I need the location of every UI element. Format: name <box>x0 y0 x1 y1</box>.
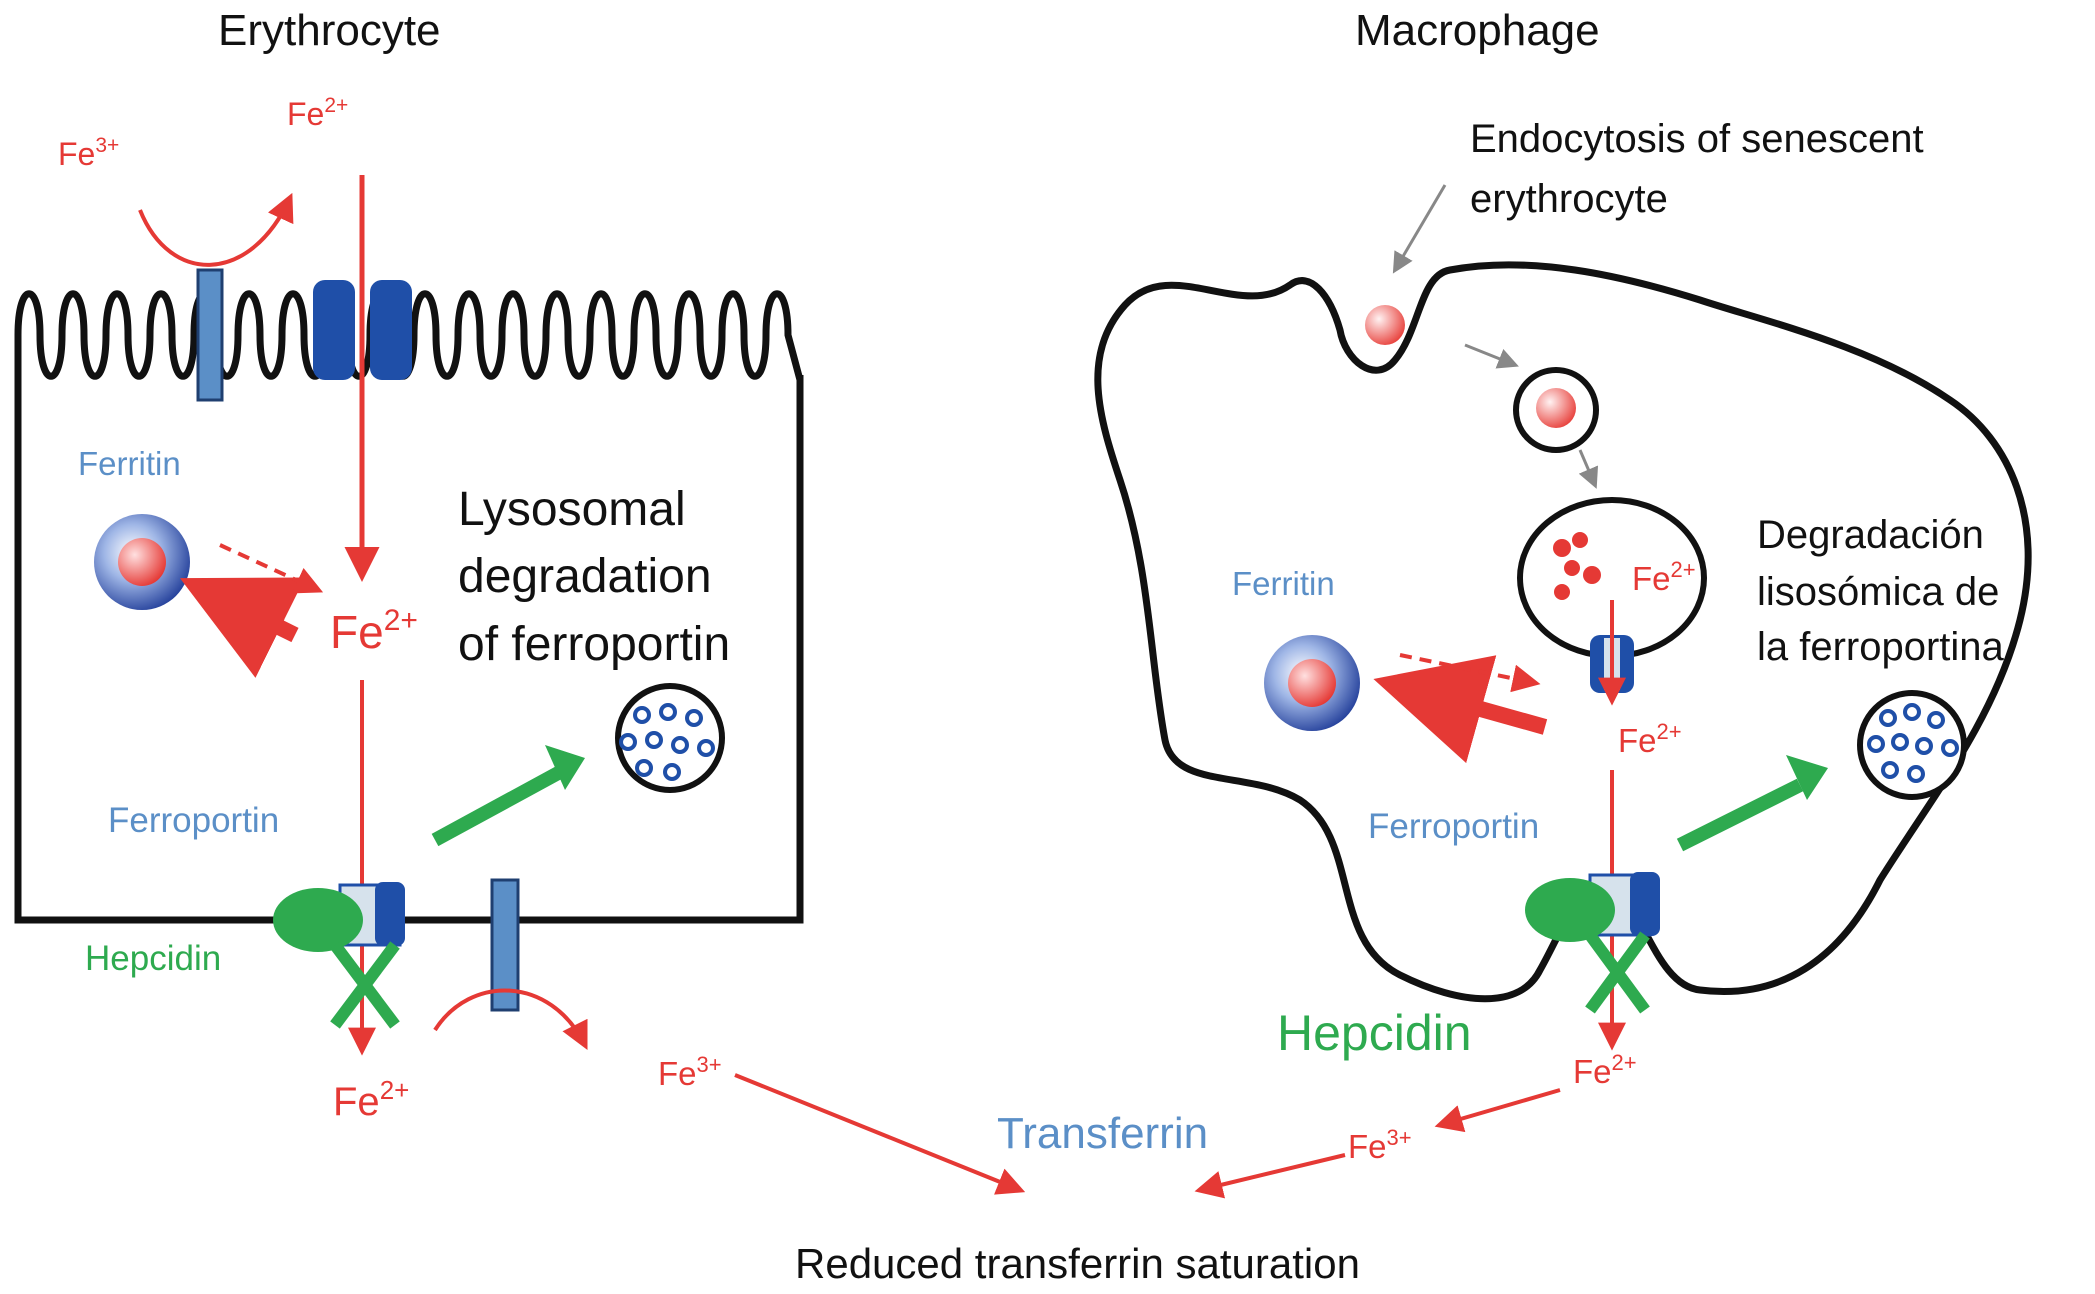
hepcidin-label-left: Hepcidin <box>85 939 221 978</box>
transferrin-label: Transferrin <box>997 1109 1208 1158</box>
phagosome-erythrocyte <box>1536 388 1576 428</box>
degradacion-label-3: la ferroportina <box>1757 625 2005 669</box>
degradacion-label-1: Degradación <box>1757 513 1984 557</box>
fe2-bottom-label-left: Fe2+ <box>333 1075 409 1124</box>
left-to-transferrin-arrow <box>734 1073 1026 1195</box>
ferritin-core <box>118 538 166 586</box>
ferroportin-dark-right <box>1630 872 1660 936</box>
lysosomal-label-1: Lysosomal <box>458 483 686 536</box>
erythrocyte-cell-body <box>14 375 804 924</box>
oxidation-arrow <box>433 988 588 1051</box>
lysosomal-label-2: degradation <box>458 550 712 603</box>
reduced-saturation-label: Reduced transferrin saturation <box>795 1240 1360 1287</box>
lysosome-vesicles-right <box>1867 703 1959 783</box>
hepcidin-block-x2-right <box>1585 931 1650 1014</box>
endocytosis-label-1: Endocytosis of senescent <box>1470 117 1924 161</box>
fe2-mid-label-right: Fe2+ <box>1618 719 1682 759</box>
ferritin-core-right <box>1288 659 1336 707</box>
dmt1-channel-a <box>313 280 355 380</box>
senescent-erythrocyte <box>1365 305 1405 345</box>
fe2-lysosome-label: Fe2+ <box>1632 557 1696 597</box>
degradation-arrow <box>431 765 564 847</box>
degradation-arrow-right <box>1676 778 1804 852</box>
fe3-bottom-label-right: Fe3+ <box>1348 1125 1412 1165</box>
fe2-bottom-label-right: Fe2+ <box>1573 1050 1637 1090</box>
lysosomal-label-3: of ferroportin <box>458 618 730 671</box>
ferritin-label-left: Ferritin <box>78 445 181 482</box>
macrophage-title: Macrophage <box>1355 6 1600 55</box>
reduction-arrow <box>138 192 294 267</box>
erythrocyte-cell <box>14 175 804 1056</box>
right-to-transferrin-arrow <box>1194 1153 1346 1199</box>
fe2-top-label: Fe2+ <box>287 94 348 132</box>
hepcidin-label-right: Hepcidin <box>1277 1005 1472 1061</box>
fe3-bottom-label-left: Fe3+ <box>658 1052 722 1092</box>
ferritin-release-arrow <box>219 543 324 594</box>
hepcidin-blob <box>273 888 363 952</box>
ferritin-storage-arrow <box>179 577 306 678</box>
lysosome-right <box>1857 690 1967 800</box>
vesicle-path-2 <box>1578 449 1599 489</box>
fe2-to-fe3-arrow-right <box>1434 1088 1561 1133</box>
degradation-arrowhead-right <box>1786 755 1828 800</box>
ferroportin-label-left: Ferroportin <box>108 801 279 840</box>
fe3-top-label: Fe3+ <box>58 134 119 172</box>
apical-reductase-channel <box>196 268 224 402</box>
degradacion-label-2: lisosómica de <box>1757 570 1999 614</box>
ferritin-release-arrow-right <box>1399 653 1541 693</box>
hepcidin-block-x2 <box>330 941 400 1029</box>
endocytosis-label-2: erythrocyte <box>1470 177 1668 221</box>
fe2-mid-label: Fe2+ <box>330 604 418 658</box>
erythrocyte-title: Erythrocyte <box>218 6 441 55</box>
macrophage-cell <box>1094 184 2032 1051</box>
dmt1-channel-b <box>370 280 412 380</box>
lysosome-vesicles <box>619 703 715 781</box>
ferroportin-label-right: Ferroportin <box>1368 807 1539 846</box>
degradation-arrowhead <box>545 745 585 790</box>
heme-iron-dots <box>1553 532 1601 600</box>
ferritin-storage-arrow-right <box>1373 655 1548 764</box>
endocytosis-pointer <box>1392 184 1447 274</box>
ferroportin-dark <box>375 882 405 946</box>
hepcidin-blob-right <box>1525 878 1615 942</box>
hephaestin-channel <box>490 878 520 1012</box>
vesicle-path-1 <box>1464 343 1519 369</box>
ferritin-label-right: Ferritin <box>1232 565 1335 602</box>
